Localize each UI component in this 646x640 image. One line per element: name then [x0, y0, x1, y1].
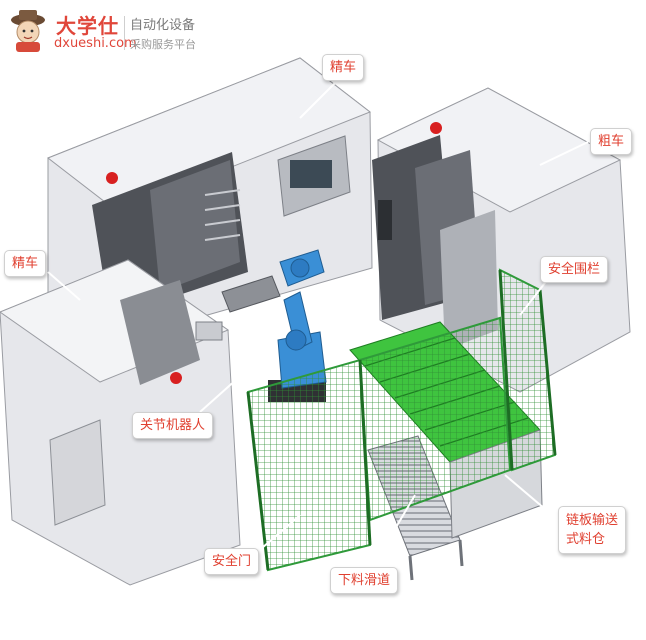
safety-fence — [246, 268, 557, 572]
rough-lathe — [372, 87, 631, 393]
mascot-icon — [11, 10, 45, 52]
label-joint-robot: 关节机器人 — [132, 412, 214, 439]
robot-gripper — [221, 275, 281, 313]
label-chain-conveyor-line1: 链板输送 — [566, 513, 619, 528]
label-chain-conveyor: 链板输送 式料仓 — [558, 506, 627, 554]
label-finish-lathe-left: 精车 — [4, 250, 47, 277]
logo-divider — [124, 16, 125, 50]
finish-lathe-left — [0, 259, 241, 586]
label-safety-fence: 安全围栏 — [540, 256, 609, 283]
brand-name-cn: 大学仕 — [56, 14, 119, 38]
brand-logo: 大学仕 dxueshi.com 自动化设备 采购服务平台 — [8, 8, 228, 60]
brand-tagline-2: 采购服务平台 — [130, 38, 196, 51]
brand-tagline-1: 自动化设备 — [130, 18, 196, 33]
label-discharge-chute: 下料滑道 — [330, 567, 399, 594]
label-safety-door: 安全门 — [204, 548, 260, 575]
label-finish-lathe-top: 精车 — [322, 54, 365, 81]
label-rough-lathe: 粗车 — [590, 128, 633, 155]
label-chain-conveyor-line2: 式料仓 — [566, 532, 606, 547]
leader-lines — [47, 77, 589, 569]
brand-name-en: dxueshi.com — [54, 36, 137, 51]
